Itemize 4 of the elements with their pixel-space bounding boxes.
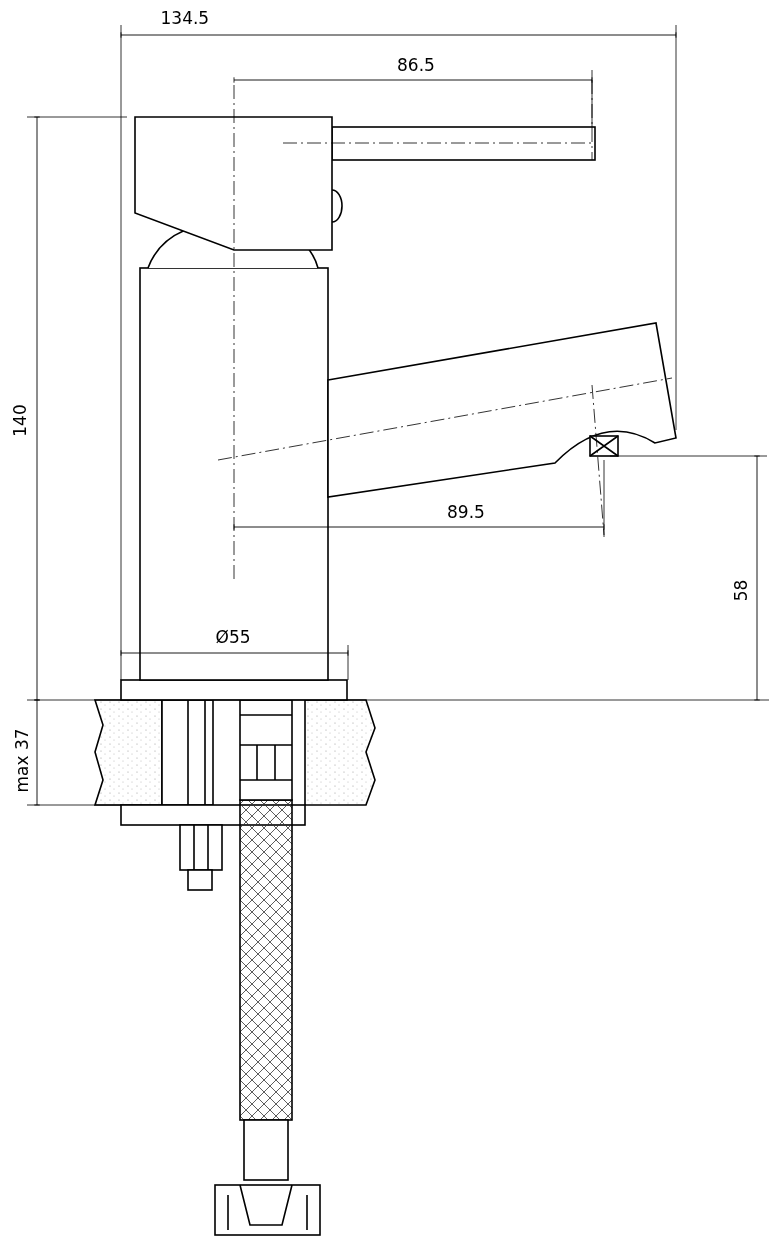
dimension-label: 89.5 <box>446 503 486 521</box>
dimension-label: 134.5 <box>159 9 211 27</box>
dimension-label: 140 <box>11 402 29 438</box>
dimension-label: 86.5 <box>396 56 436 74</box>
